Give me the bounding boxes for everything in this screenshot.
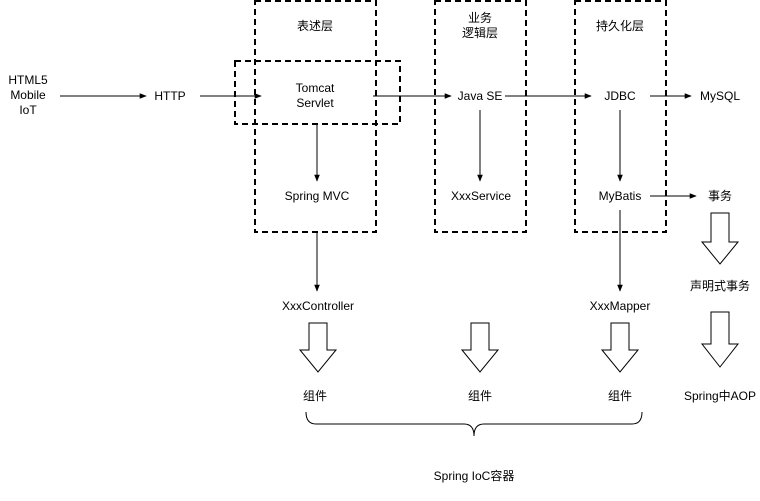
transaction-label: 事务 (708, 188, 732, 203)
business-layer-box (434, 0, 527, 233)
client-label-line1: HTML5 (8, 73, 48, 87)
service-label: XxxService (451, 189, 511, 203)
component-controller-label: 组件 (303, 389, 327, 403)
tomcat-label: Tomcat (296, 81, 335, 95)
controller-label: XxxController (282, 299, 354, 313)
spring-mvc-label: Spring MVC (285, 189, 350, 203)
persistence-layer-title: 持久化层 (596, 18, 644, 33)
servlet-label: Servlet (296, 96, 334, 110)
component-service-label: 组件 (468, 389, 492, 403)
client-label-line2: Mobile (10, 88, 46, 102)
mysql-label: MySQL (700, 89, 740, 103)
declarative-transaction-label: 声明式事务 (690, 278, 750, 293)
presentation-layer-box (254, 0, 377, 233)
presentation-layer-title: 表述层 (297, 19, 333, 33)
persistence-layer-box (574, 0, 667, 233)
hollow-arrow-mapper-to-component (600, 322, 640, 373)
jdbc-label: JDBC (604, 89, 636, 103)
hollow-arrow-service-to-component (460, 322, 500, 373)
ioc-container-brace (305, 411, 643, 437)
mybatis-label: MyBatis (599, 189, 642, 203)
client-label-line3: IoT (19, 103, 37, 117)
hollow-arrow-transaction-to-declarative (700, 212, 740, 265)
hollow-arrow-controller-to-component (298, 322, 338, 373)
http-label: HTTP (154, 89, 185, 103)
mapper-label: XxxMapper (590, 299, 651, 313)
spring-aop-label: Spring中AOP (684, 388, 756, 403)
java-se-label: Java SE (458, 89, 503, 103)
business-layer-title-line2: 逻辑层 (462, 26, 498, 40)
hollow-arrow-declarative-to-aop (700, 311, 740, 368)
business-layer-title-line1: 业务 (468, 10, 492, 25)
ioc-container-label: Spring IoC容器 (434, 468, 515, 483)
component-mapper-label: 组件 (608, 389, 632, 403)
